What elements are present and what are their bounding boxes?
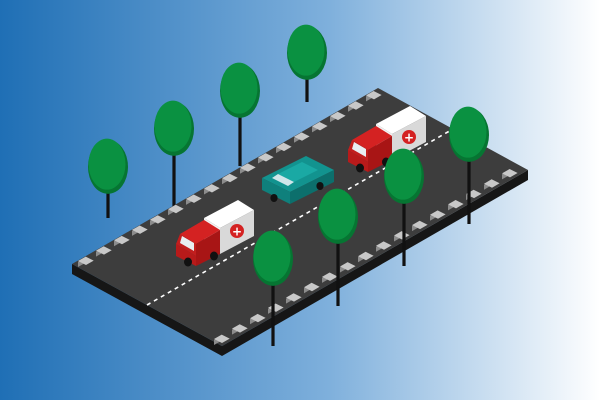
ambulance-back: + (348, 106, 426, 173)
curb-block-front (412, 220, 428, 230)
ambulance-wheel (184, 257, 192, 267)
car-wheel (316, 182, 324, 190)
tree-foliage (220, 62, 258, 114)
curb-block-front (232, 324, 248, 333)
road-center-line (146, 128, 454, 306)
back-trees (88, 24, 327, 218)
car-roof (278, 162, 318, 182)
ambulance-cross-badge (230, 224, 244, 238)
car-windshield (272, 174, 294, 186)
ambulance-cab-top (352, 126, 392, 150)
tree-trunk (271, 271, 275, 346)
ambulance-windshield (352, 142, 366, 157)
curb-block-back (150, 215, 166, 224)
ambulance-wheel (210, 251, 218, 261)
curb-block-back (186, 194, 202, 203)
curb-block-back (330, 111, 346, 121)
curb-block-front (340, 262, 356, 271)
car-wheel (270, 194, 278, 202)
curb-block-front (448, 200, 464, 209)
curb-block-back (114, 235, 130, 245)
curb-block-front (358, 251, 374, 261)
curb-block-back (312, 122, 328, 131)
tree-trunk (467, 147, 471, 224)
curb-block-back (222, 173, 238, 183)
tree-trunk (402, 189, 406, 266)
ambulance-cross-symbol: + (404, 131, 414, 145)
road (72, 88, 528, 356)
curb-block-front (214, 334, 230, 343)
front-trees (253, 106, 489, 346)
curb-block-front (430, 210, 446, 219)
curb-block-back (96, 246, 112, 255)
ambulance-cross-symbol: + (232, 225, 242, 239)
tree-trunk (336, 229, 340, 306)
curb-block-back (348, 101, 364, 110)
ambulance-box-top (376, 106, 426, 134)
curb-block-back (366, 91, 382, 100)
curb-block-back (258, 153, 274, 162)
tree-foliage (449, 106, 487, 158)
curb-block-front (250, 313, 266, 323)
curb-block-front (502, 169, 518, 178)
ambulance-windshield (180, 236, 194, 251)
curb-block-back (240, 163, 256, 172)
curb-block-front (394, 231, 410, 240)
ambulance-cross-badge (402, 130, 416, 144)
tree-trunk (106, 179, 110, 218)
tree-trunk (305, 65, 309, 102)
curb-block-back (204, 184, 220, 193)
curb-block-front (484, 179, 500, 188)
tree-foliage (253, 230, 291, 282)
curb-block-back (276, 142, 292, 152)
curb-block-back (78, 256, 94, 265)
tree-foliage (287, 24, 325, 76)
car-body-side (290, 170, 334, 204)
ambulance-front: + (176, 200, 254, 267)
road-edge-left (72, 264, 222, 356)
curb-block-front (376, 241, 392, 250)
curb-block-back (294, 132, 310, 141)
tree-foliage (318, 188, 356, 240)
curb-block-front (286, 293, 302, 302)
curb-block-front (322, 272, 338, 281)
tree-foliage (154, 100, 192, 152)
vehicles: ++ (176, 106, 426, 267)
road-edge-front (222, 170, 528, 356)
tree-foliage (384, 148, 422, 200)
car (262, 156, 334, 204)
ambulance-wheel (356, 163, 364, 173)
ambulance-cab-top (180, 220, 220, 244)
curb-block-front (304, 282, 320, 292)
tree-trunk (238, 103, 242, 166)
curb-block-back (168, 204, 184, 214)
tree-foliage (88, 138, 126, 190)
tree-trunk (172, 141, 176, 208)
car-body-front (262, 178, 290, 204)
curb-block-back (132, 225, 148, 234)
ambulance-box-top (204, 200, 254, 228)
